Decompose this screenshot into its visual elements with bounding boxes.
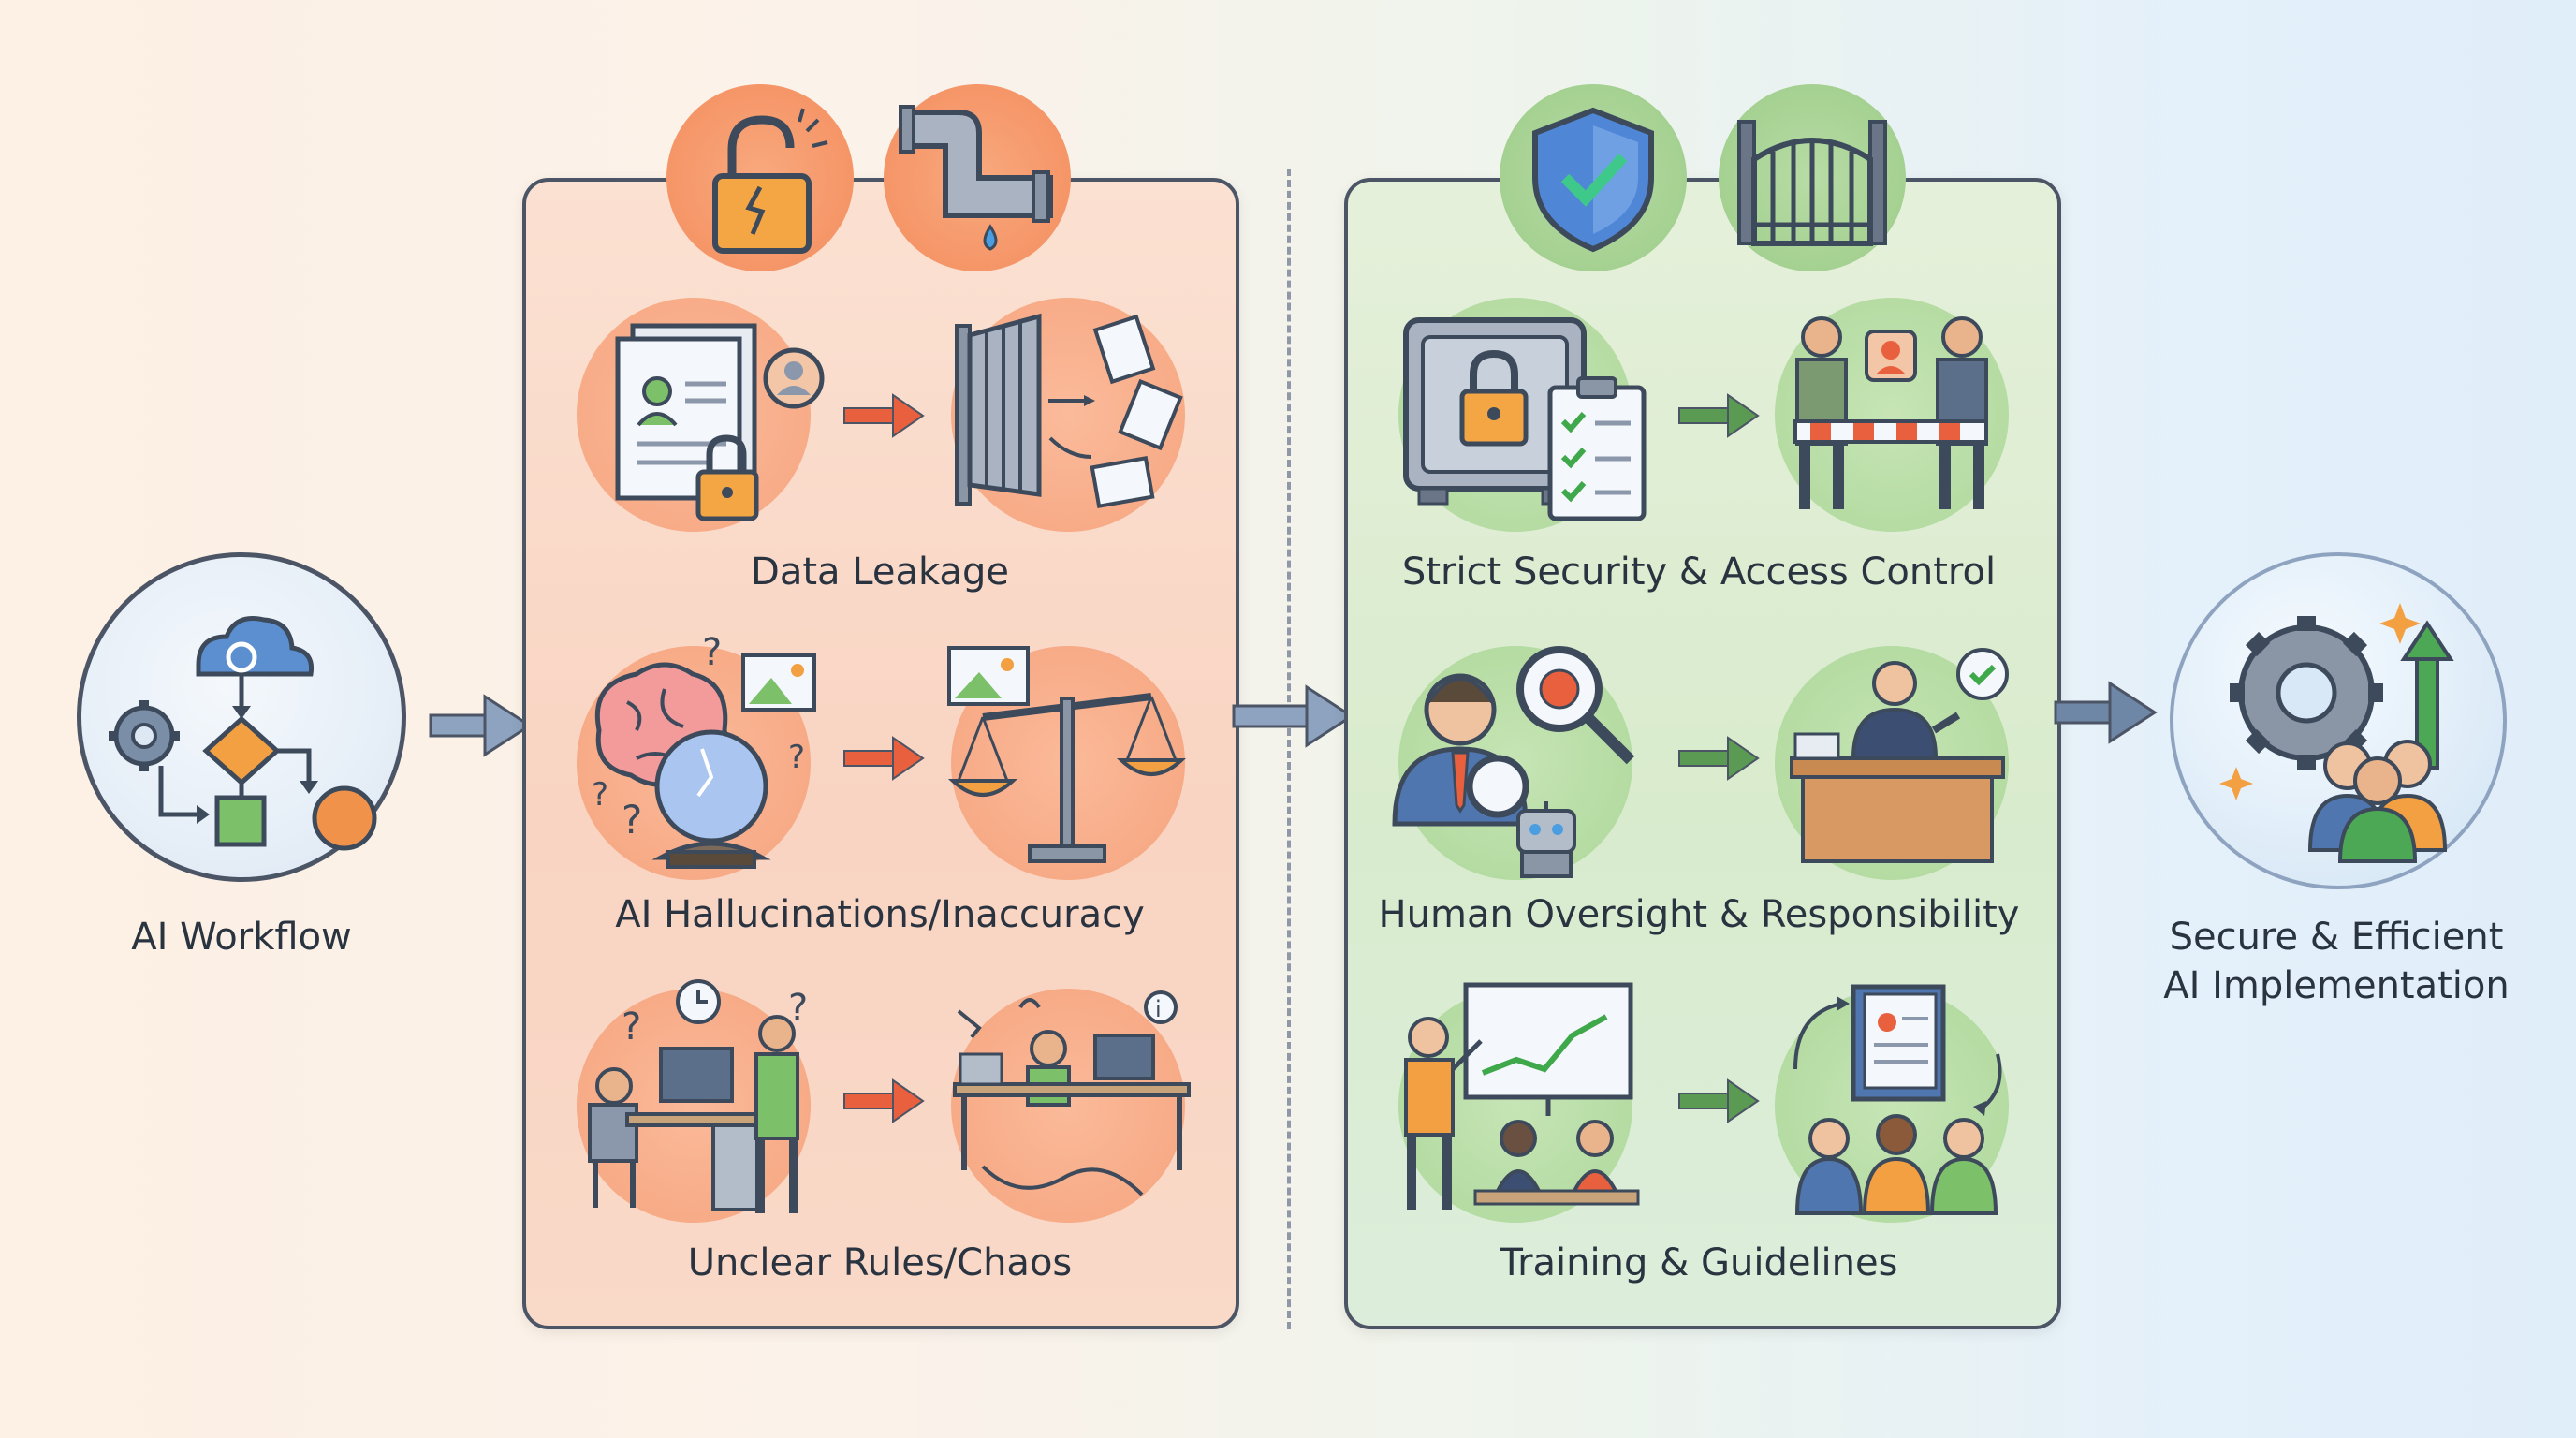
svg-text:?: ? <box>702 631 722 674</box>
confused-office-workers-icon: ? ? <box>588 979 808 1213</box>
leaking-pipe-icon <box>899 105 1053 251</box>
flow-arrow-icon <box>2054 681 2158 744</box>
outcome-label-line2: AI Implementation <box>2163 964 2510 1007</box>
flow-arrow-icon <box>429 694 533 757</box>
open-gate-flying-papers-icon <box>955 313 1183 509</box>
risk-label-hallucinations: AI Hallucinations/Inaccuracy <box>615 893 1145 936</box>
solution-arrow-icon <box>1678 1078 1760 1123</box>
broken-lock-icon <box>712 108 828 254</box>
svg-text:?: ? <box>622 1005 641 1049</box>
gear-growth-team-icon <box>2219 603 2454 863</box>
brain-crystal-ball-icon: ? ? ? ? <box>592 631 816 869</box>
unbalanced-scale-icon <box>947 646 1187 863</box>
svg-text:?: ? <box>788 987 808 1030</box>
ai-workflow-label: AI Workflow <box>131 916 352 959</box>
shield-check-icon <box>1532 107 1654 253</box>
svg-text:?: ? <box>592 776 608 814</box>
speaker-podium-icon <box>1790 648 2009 863</box>
solution-label-training: Training & Guidelines <box>1500 1241 1898 1284</box>
svg-text:?: ? <box>788 739 805 776</box>
flow-arrow-icon <box>1232 684 1354 748</box>
risk-label-chaos: Unclear Rules/Chaos <box>687 1241 1073 1284</box>
panel-divider <box>1287 169 1291 1329</box>
risk-label-data-leakage: Data Leakage <box>751 550 1009 594</box>
solution-label-oversight: Human Oversight & Responsibility <box>1378 893 2020 936</box>
workflow-diagram-icon <box>109 616 377 851</box>
svg-text:?: ? <box>622 797 642 843</box>
presentation-training-icon <box>1404 982 1640 1210</box>
solution-arrow-icon <box>1678 736 1760 781</box>
safe-checklist-icon <box>1403 317 1647 521</box>
closed-gate-icon <box>1737 120 1887 246</box>
inspector-robot-icon <box>1392 646 1635 878</box>
messy-desk-icon: i <box>953 990 1191 1196</box>
risk-arrow-icon <box>843 393 925 438</box>
outcome-label-line1: Secure & Efficient <box>2169 916 2504 959</box>
team-guidebook-icon <box>1793 984 2002 1215</box>
svg-text:i: i <box>1155 996 1162 1022</box>
solution-label-security: Strict Security & Access Control <box>1401 550 1997 594</box>
access-barrier-guards-icon <box>1793 316 1988 509</box>
risk-arrow-icon <box>843 736 925 781</box>
risk-arrow-icon <box>843 1078 925 1123</box>
solution-arrow-icon <box>1678 393 1760 438</box>
locked-documents-icon <box>615 323 825 521</box>
